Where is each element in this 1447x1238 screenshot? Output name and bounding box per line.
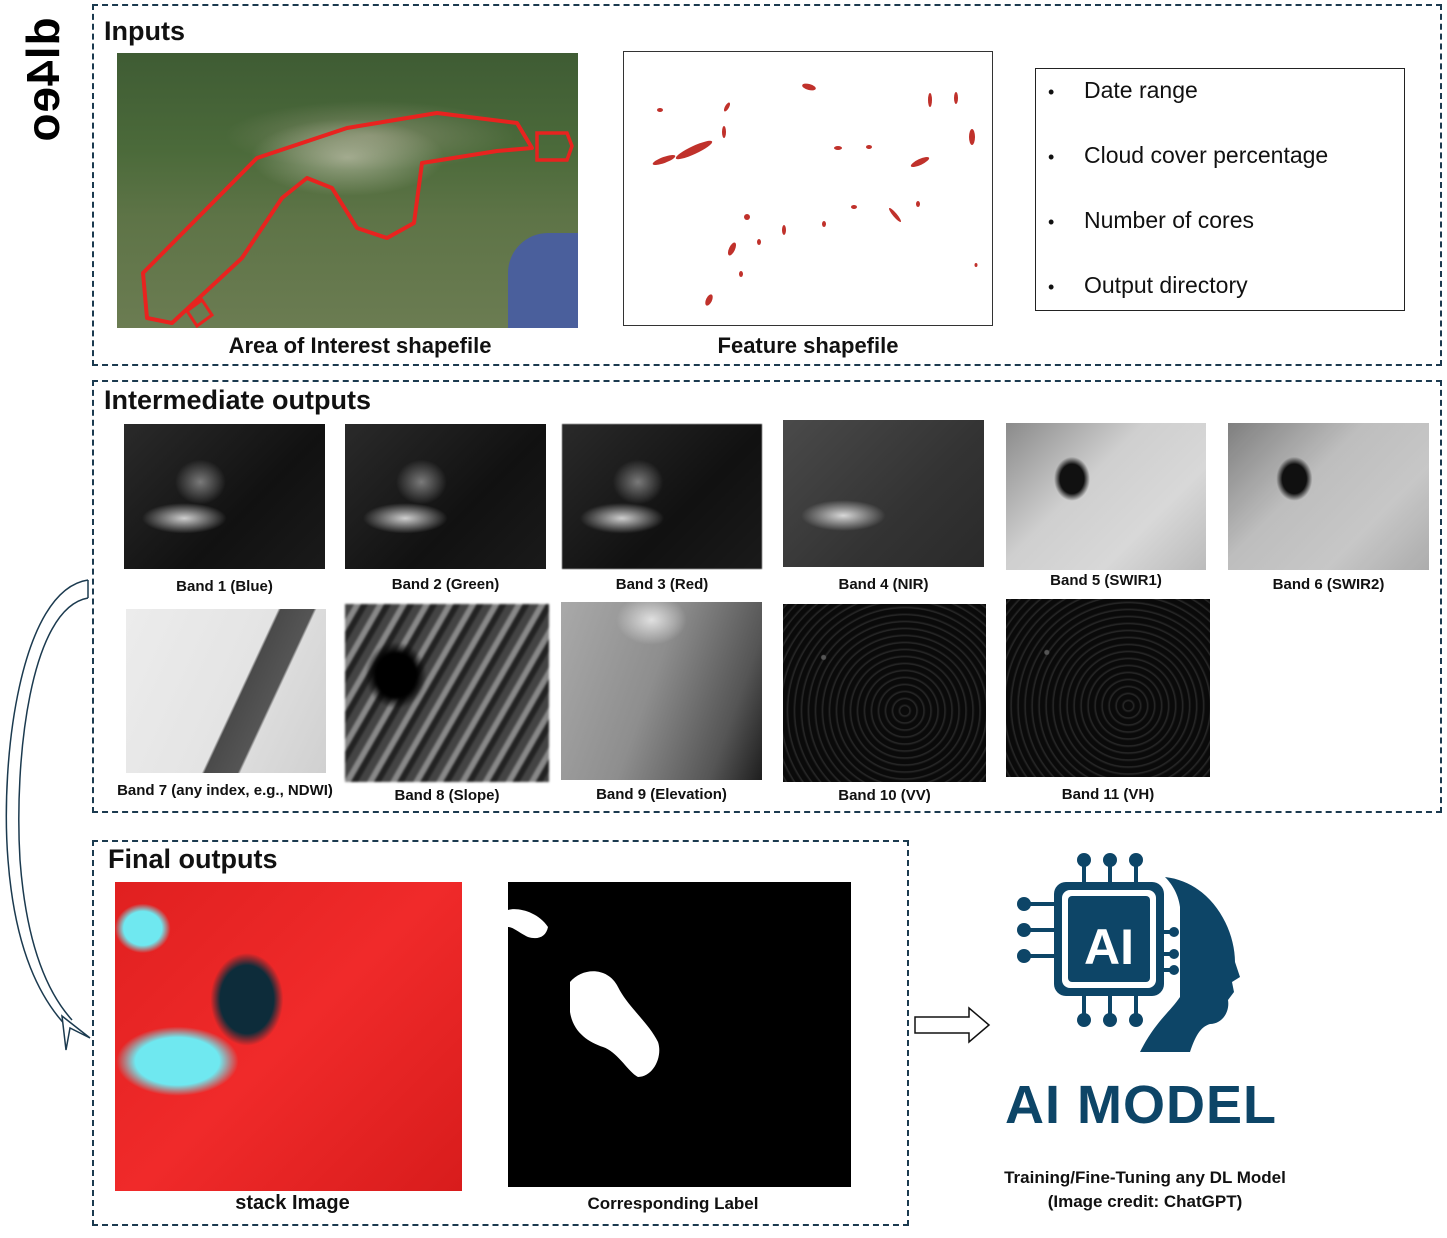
band-3-image [562, 424, 762, 569]
band-9-caption: Band 9 (Elevation) [596, 786, 727, 803]
parameter-item: •Cloud cover percentage [1048, 142, 1329, 168]
aoi-caption: Area of Interest shapefile [228, 333, 492, 358]
intermediate-title: Intermediate outputs [104, 385, 372, 415]
band-5-image [1006, 423, 1206, 570]
parameter-item: •Number of cores [1048, 207, 1255, 233]
parameter-item: •Date range [1048, 77, 1198, 103]
final-panel: Final outputs [92, 840, 909, 1226]
sea-region [508, 233, 578, 328]
band-7-image [126, 609, 326, 773]
label-mask-image [508, 882, 851, 1187]
label-mask-shape-icon [508, 909, 660, 1077]
band-10-image [783, 604, 986, 782]
band-7-caption: Band 7 (any index, e.g., NDWI) [117, 782, 333, 799]
parameters-list: •Date range •Cloud cover percentage •Num… [1035, 68, 1405, 311]
parameter-item: •Output directory [1048, 272, 1248, 298]
feature-shapefile-image [623, 51, 993, 326]
ai-model-title: AI MODEL [1005, 1075, 1277, 1135]
final-title: Final outputs [108, 844, 278, 874]
bullet-icon: • [1048, 147, 1055, 167]
ai-model-caption: Training/Fine-Tuning any DL Model (Image… [965, 1166, 1325, 1214]
brand-title: dl4eo [17, 10, 69, 150]
bullet-icon: • [1048, 277, 1055, 297]
band-1-caption: Band 1 (Blue) [176, 578, 273, 595]
band-2-caption: Band 2 (Green) [391, 576, 500, 593]
feature-polygons-icon [652, 83, 978, 306]
band-3-caption: Band 3 (Red) [615, 576, 709, 593]
label-caption: Corresponding Label [587, 1194, 759, 1213]
bullet-icon: • [1048, 82, 1055, 102]
band-11-image [1006, 599, 1210, 777]
aoi-map-image [117, 53, 578, 328]
brand-title-text: dl4eo [17, 17, 69, 143]
band-4-image [783, 420, 984, 567]
band-8-caption: Band 8 (Slope) [394, 787, 500, 804]
stack-image [115, 882, 462, 1191]
aoi-outline-icon [141, 111, 574, 328]
inputs-title: Inputs [104, 16, 185, 46]
stack-caption: stack Image [235, 1192, 350, 1214]
feature-caption: Feature shapefile [717, 333, 899, 358]
right-arrow-icon [914, 1006, 991, 1044]
band-2-image [345, 424, 546, 569]
ai-chip-head-icon: AI [1017, 853, 1240, 1052]
ai-chip-text: AI [1084, 919, 1134, 975]
band-6-caption: Band 6 (SWIR2) [1272, 576, 1385, 593]
band-1-image [124, 424, 325, 569]
intermediate-panel: Intermediate outputs [92, 380, 1442, 813]
band-10-caption: Band 10 (VV) [838, 787, 931, 804]
bullet-icon: • [1048, 212, 1055, 232]
band-9-image [561, 602, 762, 780]
band-11-caption: Band 11 (VH) [1061, 786, 1155, 803]
curved-arrow-icon [5, 579, 91, 1051]
band-8-image [345, 604, 549, 782]
ai-caption-line-1: Training/Fine-Tuning any DL Model [1004, 1168, 1286, 1187]
band-6-image [1228, 423, 1429, 570]
inputs-panel: Inputs [92, 4, 1442, 366]
ai-caption-line-2: (Image credit: ChatGPT) [1047, 1192, 1243, 1211]
band-5-caption: Band 5 (SWIR1) [1050, 572, 1162, 589]
band-4-caption: Band 4 (NIR) [838, 576, 929, 593]
